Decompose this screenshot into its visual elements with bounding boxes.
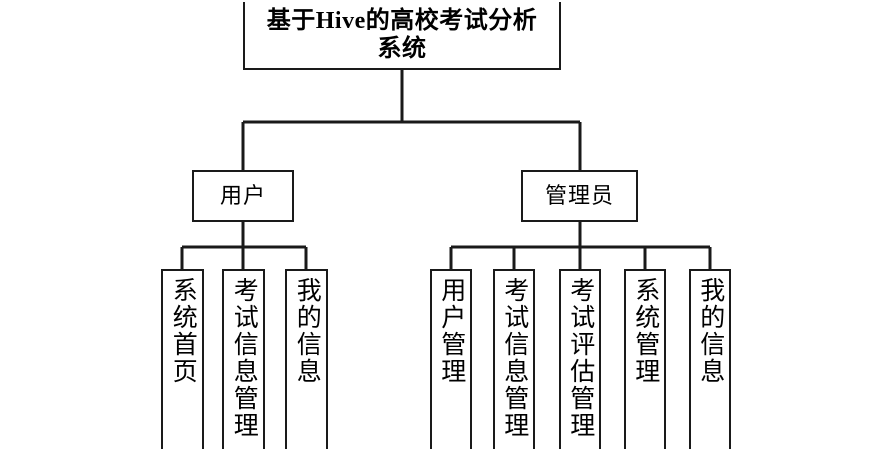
node-branch-admin-label: 管理员 bbox=[544, 183, 614, 208]
node-leaf-admin-1-label: 用户管理 bbox=[437, 277, 465, 385]
node-leaf-user-1-label: 系统首页 bbox=[169, 277, 197, 385]
node-leaf-user-3-label: 我的信息 bbox=[293, 277, 321, 385]
node-leaf-admin-3-label: 考试评估管理 bbox=[566, 277, 594, 439]
node-leaf-user-2: 考试信息管理 bbox=[222, 269, 265, 449]
node-branch-user-label: 用户 bbox=[219, 183, 266, 208]
node-leaf-admin-2: 考试信息管理 bbox=[493, 269, 535, 449]
node-leaf-admin-2-label: 考试信息管理 bbox=[500, 277, 528, 439]
node-leaf-admin-4: 系统管理 bbox=[624, 269, 666, 449]
node-leaf-admin-3: 考试评估管理 bbox=[559, 269, 601, 449]
node-root: 基于Hive的高校考试分析系统 bbox=[243, 2, 561, 70]
node-branch-user: 用户 bbox=[192, 170, 294, 222]
node-branch-admin: 管理员 bbox=[521, 170, 638, 222]
node-leaf-user-3: 我的信息 bbox=[285, 269, 328, 449]
node-leaf-admin-4-label: 系统管理 bbox=[631, 277, 659, 385]
node-leaf-admin-1: 用户管理 bbox=[430, 269, 472, 449]
node-leaf-user-2-label: 考试信息管理 bbox=[230, 277, 258, 439]
node-leaf-admin-5: 我的信息 bbox=[689, 269, 731, 449]
node-root-label: 基于Hive的高校考试分析系统 bbox=[266, 7, 538, 62]
node-leaf-admin-5-label: 我的信息 bbox=[696, 277, 724, 385]
node-leaf-user-1: 系统首页 bbox=[161, 269, 204, 449]
